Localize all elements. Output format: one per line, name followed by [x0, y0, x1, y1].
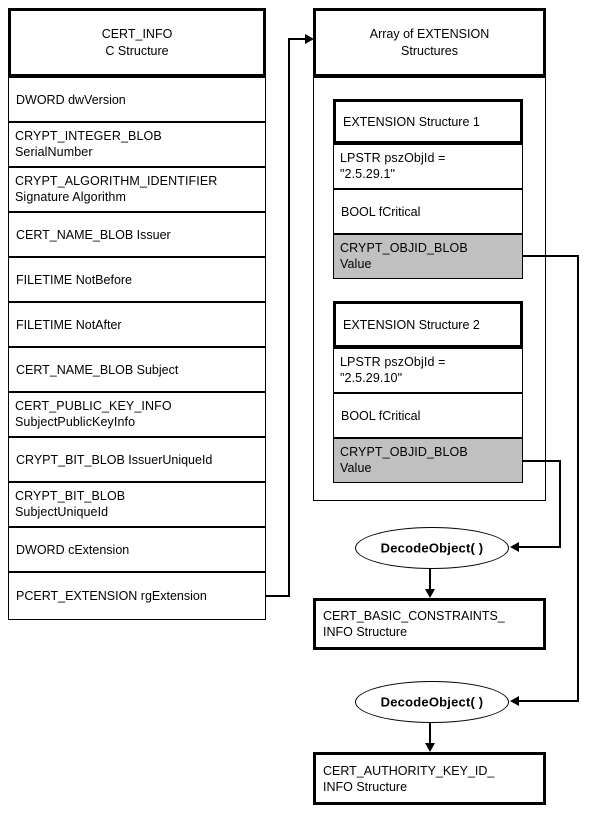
cert-info-field-5: FILETIME NotAfter [8, 302, 266, 347]
cert-info-field-1-label: CRYPT_INTEGER_BLOB SerialNumber [15, 129, 162, 159]
cert-basic-constraints-info-label: CERT_BASIC_CONSTRAINTS_ INFO Structure [323, 609, 505, 639]
connector-ext2-to-decode1-horizontal [519, 546, 561, 548]
extension-2-field-0-label: LPSTR pszObjId = "2.5.29.10" [340, 355, 446, 385]
cert-info-field-2: CRYPT_ALGORITHM_IDENTIFIER Signature Alg… [8, 167, 266, 212]
cert-info-field-1: CRYPT_INTEGER_BLOB SerialNumber [8, 122, 266, 167]
extension-2-header-box: EXTENSION Structure 2 [333, 301, 523, 348]
cert-basic-constraints-info-box: CERT_BASIC_CONSTRAINTS_ INFO Structure [313, 598, 546, 650]
cert-info-field-0: DWORD dwVersion [8, 77, 266, 122]
connector-decode2-to-result2 [429, 723, 431, 745]
cert-info-field-10: DWORD cExtension [8, 527, 266, 572]
cert-info-field-8: CRYPT_BIT_BLOB IssuerUniqueId [8, 437, 266, 482]
cert-info-field-7: CERT_PUBLIC_KEY_INFO SubjectPublicKeyInf… [8, 392, 266, 437]
extension-array-header-label: Array of EXTENSION Structures [369, 26, 490, 58]
connector-decode1-to-result1 [429, 569, 431, 591]
connector-ext1-value-horizontal [523, 255, 579, 257]
cert-info-field-5-label: FILETIME NotAfter [16, 317, 122, 332]
extension-1-field-1-label: BOOL fCritical [341, 204, 421, 219]
extension-1-field-2-label: CRYPT_OBJID_BLOB Value [340, 241, 468, 271]
extension-2-field-2-value: CRYPT_OBJID_BLOB Value [333, 438, 523, 483]
cert-info-field-3-label: CERT_NAME_BLOB Issuer [16, 227, 171, 242]
decode-object-1-label: DecodeObject( ) [380, 540, 484, 556]
connector-ext2-value-horizontal [523, 460, 561, 462]
connector-ext1-to-decode2-horizontal [519, 700, 579, 702]
extension-1-field-2-value: CRYPT_OBJID_BLOB Value [333, 234, 523, 279]
extension-2-field-2-label: CRYPT_OBJID_BLOB Value [340, 445, 468, 475]
extension-1-header-box: EXTENSION Structure 1 [333, 99, 523, 144]
cert-info-field-7-label: CERT_PUBLIC_KEY_INFO SubjectPublicKeyInf… [15, 399, 172, 429]
decode-object-1-ellipse[interactable]: DecodeObject( ) [355, 527, 509, 569]
cert-info-field-2-label: CRYPT_ALGORITHM_IDENTIFIER Signature Alg… [15, 174, 218, 204]
cert-authority-key-id-info-label: CERT_AUTHORITY_KEY_ID_ INFO Structure [323, 763, 495, 794]
cert-info-field-4-label: FILETIME NotBefore [16, 272, 133, 287]
cert-info-field-0-label: DWORD dwVersion [16, 92, 126, 107]
arrowhead-to-decode-object-2-icon [510, 696, 519, 706]
extension-1-header-label: EXTENSION Structure 1 [343, 114, 480, 129]
extension-array-header-box: Array of EXTENSION Structures [313, 8, 546, 77]
cert-info-field-9-label: CRYPT_BIT_BLOB SubjectUniqueId [15, 489, 126, 519]
connector-ext1-value-vertical [577, 255, 579, 702]
cert-info-field-11-label: PCERT_EXTENSION rgExtension [16, 589, 207, 603]
cert-info-header-box: CERT_INFO C Structure [8, 8, 266, 77]
decode-object-2-label: DecodeObject( ) [380, 694, 484, 710]
extension-2-field-1-label: BOOL fCritical [341, 408, 421, 423]
cert-info-field-4: FILETIME NotBefore [8, 257, 266, 302]
decode-object-2-ellipse[interactable]: DecodeObject( ) [355, 681, 509, 723]
cert-info-field-11: PCERT_EXTENSION rgExtension [8, 572, 266, 620]
connector-rgextension-vertical [288, 38, 290, 597]
connector-rgextension-horizontal-top [288, 38, 310, 40]
arrowhead-to-extension-array-icon [305, 34, 314, 44]
arrowhead-to-authority-key-id-icon [425, 743, 435, 752]
cert-info-field-9: CRYPT_BIT_BLOB SubjectUniqueId [8, 482, 266, 527]
cert-info-field-6: CERT_NAME_BLOB Subject [8, 347, 266, 392]
cert-authority-key-id-info-box: CERT_AUTHORITY_KEY_ID_ INFO Structure [313, 752, 546, 805]
extension-1-field-1: BOOL fCritical [333, 189, 523, 234]
connector-ext2-value-vertical [559, 460, 561, 547]
arrowhead-to-decode-object-1-icon [510, 542, 519, 552]
extension-2-header-label: EXTENSION Structure 2 [343, 317, 480, 332]
extension-1-field-0: LPSTR pszObjId = "2.5.29.1" [333, 144, 523, 189]
cert-info-header-label: CERT_INFO C Structure [101, 26, 173, 58]
connector-rgextension-horizontal-bottom [266, 595, 290, 597]
extension-2-field-0: LPSTR pszObjId = "2.5.29.10" [333, 348, 523, 393]
cert-info-field-10-label: DWORD cExtension [16, 542, 130, 557]
extension-1-field-0-label: LPSTR pszObjId = "2.5.29.1" [340, 151, 446, 181]
extension-2-field-1: BOOL fCritical [333, 393, 523, 438]
cert-info-field-6-label: CERT_NAME_BLOB Subject [16, 362, 179, 377]
cert-info-field-8-label: CRYPT_BIT_BLOB IssuerUniqueId [16, 452, 213, 467]
arrowhead-to-basic-constraints-icon [425, 589, 435, 598]
cert-info-field-3: CERT_NAME_BLOB Issuer [8, 212, 266, 257]
